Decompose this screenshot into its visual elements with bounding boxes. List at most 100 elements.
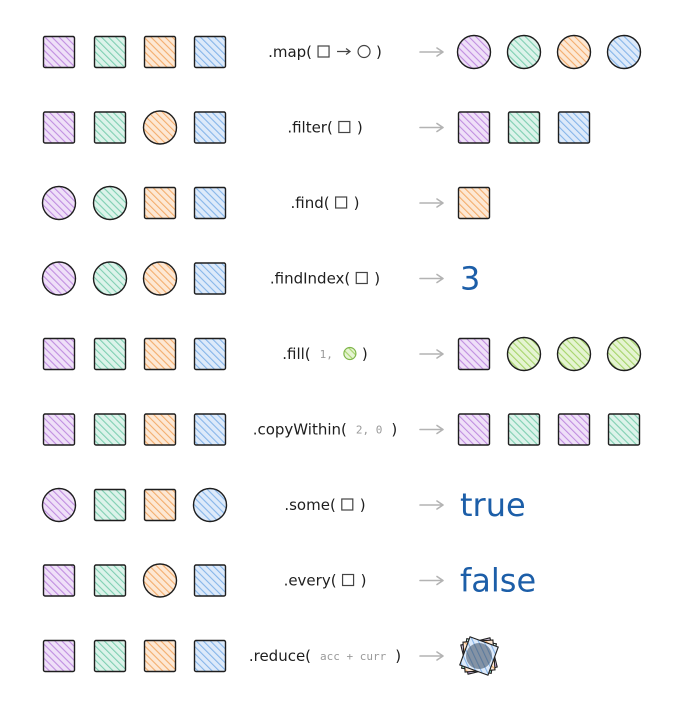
map-arrow-icon [337, 48, 352, 55]
method-row: .findIndex() 3 [41, 260, 480, 298]
arg-lime-circle-icon [343, 346, 357, 361]
arg-circle-icon [357, 44, 371, 59]
output-purple-square [457, 111, 491, 144]
output-purple-circle [456, 34, 492, 70]
method-name: .reduce( [249, 647, 311, 665]
method-name: .some( [284, 496, 335, 514]
result-arrow-icon [419, 273, 444, 284]
input-blue-square [193, 337, 227, 371]
method-label: .some() [284, 496, 365, 514]
input-green-square [93, 413, 127, 446]
output-green-square [507, 111, 541, 144]
output-green-square [507, 413, 541, 446]
input-green-square [93, 564, 127, 597]
input-blue-square [193, 413, 227, 446]
output-lime-circle [506, 336, 542, 372]
input-blue-square [193, 639, 227, 673]
input-orange-square [143, 639, 177, 673]
input-orange-square [143, 337, 177, 371]
input-green-circle [92, 261, 128, 296]
output-orange-circle [556, 34, 592, 70]
result-arrow-icon [419, 424, 444, 435]
output-orange-square [457, 186, 491, 220]
input-blue-square [193, 564, 227, 597]
method-row: .reduce( acc + curr) [42, 636, 499, 676]
output-purple-square [457, 337, 491, 371]
method-argument: 1, [320, 348, 333, 361]
method-argument: 2, 0 [356, 424, 383, 437]
input-purple-square [42, 639, 76, 673]
arg-square-icon [355, 271, 368, 285]
input-green-square [93, 639, 127, 673]
input-orange-circle [142, 110, 178, 145]
method-label: .find() [291, 194, 360, 212]
output-green-square [607, 413, 641, 446]
input-purple-square [42, 413, 76, 446]
reduced-stack-icon [459, 636, 499, 676]
method-close-paren: ) [361, 572, 367, 590]
method-close-paren: ) [391, 421, 397, 439]
result-value: 3 [460, 260, 480, 298]
input-blue-square [193, 111, 227, 144]
input-orange-circle [142, 563, 178, 598]
output-green-circle [506, 34, 542, 70]
method-label: .fill(1,) [282, 345, 368, 363]
method-close-paren: ) [374, 270, 380, 288]
result-arrow-icon [419, 122, 444, 133]
method-label: .reduce( acc + curr) [249, 647, 401, 665]
result-arrow-icon [419, 575, 444, 586]
output-purple-square [557, 413, 591, 446]
input-purple-circle [41, 261, 77, 296]
result-arrow-icon [419, 198, 444, 208]
method-label: .findIndex() [270, 270, 380, 288]
method-argument: acc + curr [320, 650, 387, 663]
method-name: .find( [291, 194, 330, 212]
method-close-paren: ) [357, 119, 363, 137]
result-arrow-icon [419, 349, 444, 359]
input-orange-square [143, 186, 177, 220]
method-close-paren: ) [360, 496, 366, 514]
method-name: .filter( [287, 119, 333, 137]
arg-square-icon [341, 498, 354, 511]
output-blue-square [557, 111, 591, 144]
method-row: .every() false [42, 562, 536, 600]
method-label: .filter() [287, 119, 362, 137]
result-arrow-icon [419, 47, 444, 57]
method-row: .some()true [41, 486, 526, 524]
input-purple-square [42, 35, 76, 69]
input-green-circle [92, 185, 128, 221]
output-lime-circle [556, 336, 592, 372]
arg-square-icon [338, 120, 351, 134]
method-name: .findIndex( [270, 270, 350, 288]
method-label: .copyWithin( 2, 0) [253, 421, 398, 439]
input-blue-square [193, 186, 227, 220]
method-close-paren: ) [362, 345, 368, 363]
input-green-square [93, 35, 127, 69]
method-row: .filter() [42, 110, 591, 145]
method-close-paren: ) [376, 43, 382, 61]
output-purple-square [457, 413, 491, 446]
method-close-paren: ) [354, 194, 360, 212]
input-blue-square [193, 262, 227, 295]
method-row: .map() [42, 34, 642, 70]
arg-square-icon [317, 45, 330, 58]
output-lime-circle [606, 336, 642, 372]
method-close-paren: ) [395, 647, 401, 665]
method-name: .copyWithin( [253, 421, 347, 439]
input-orange-square [143, 413, 177, 446]
method-label: .every() [284, 572, 367, 590]
method-label: .map() [268, 43, 382, 61]
input-green-square [93, 337, 127, 371]
method-row: .fill(1,) [42, 336, 642, 372]
input-purple-square [42, 337, 76, 371]
result-arrow-icon [419, 651, 444, 661]
input-blue-square [193, 35, 227, 69]
method-row: .find() [41, 185, 491, 221]
method-name: .map( [268, 43, 312, 61]
method-name: .every( [284, 572, 337, 590]
arg-square-icon [341, 573, 355, 587]
input-purple-square [42, 564, 76, 597]
input-green-square [93, 488, 127, 522]
result-value: false [460, 562, 536, 600]
